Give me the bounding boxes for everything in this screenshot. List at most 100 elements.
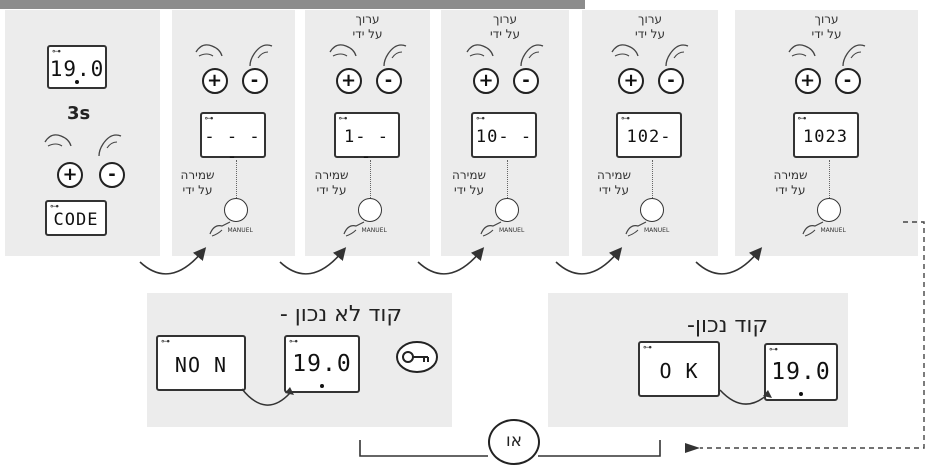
plus-button[interactable]: + bbox=[335, 68, 362, 94]
lcd-value: 19.0 bbox=[49, 57, 105, 81]
lcd-code-value: 10- - bbox=[475, 127, 533, 147]
key-icon: ⊶ bbox=[476, 114, 485, 124]
minus-button[interactable]: - bbox=[241, 68, 268, 94]
lcd-code-entry: ⊶ 102- bbox=[616, 112, 682, 158]
key-icon: ⊶ bbox=[161, 337, 170, 347]
edit-by-label: ערוך על ידי bbox=[811, 12, 842, 41]
lcd-code-entry: ⊶ 1023 bbox=[792, 112, 859, 158]
lcd-temperature: ⊶ 19.0 bbox=[284, 335, 360, 393]
manuel-label: MANUEL bbox=[227, 227, 253, 234]
lcd-temperature: ⊶ 19.0 bbox=[47, 45, 107, 89]
lcd-dot bbox=[75, 80, 79, 84]
manuel-button[interactable] bbox=[640, 198, 664, 222]
plus-button[interactable]: + bbox=[794, 68, 821, 94]
step-panel-5: ערוך על ידי +- ⊶ 1023 שמירה על ידי MANUEL bbox=[735, 10, 918, 256]
key-icon: ⊶ bbox=[204, 114, 214, 124]
return-arrow bbox=[241, 387, 294, 406]
edit-by-label: ערוך על ידי bbox=[489, 12, 521, 41]
key-icon: ⊶ bbox=[52, 47, 61, 57]
lcd-code-value: 102- bbox=[626, 127, 672, 147]
step-panel-hold: ⊶ 19.0 3s + - ⊶ CODE bbox=[5, 10, 160, 256]
key-icon: ⊶ bbox=[797, 114, 807, 124]
edit-by-label: ערוך על ידי bbox=[634, 12, 666, 41]
step-panel-3: ערוך על ידי +- ⊶ 10- - שמירה על ידי MANUEL bbox=[441, 10, 569, 256]
plus-button[interactable]: + bbox=[618, 68, 644, 94]
store-by-label: שמירה על ידי bbox=[597, 168, 631, 197]
key-icon: ⊶ bbox=[621, 114, 630, 124]
wrong-code-panel: קוד לא נכון - ⊶ NO N ⊶ 19.0 bbox=[147, 293, 452, 427]
manuel-button[interactable] bbox=[357, 198, 382, 222]
hold-duration: 3s bbox=[67, 103, 91, 124]
step-panel-2: ערוך על ידי +- ⊶ 1- - -שמירה על ידי MANUEL bbox=[305, 10, 430, 256]
connector-line bbox=[369, 160, 371, 200]
key-icon: ⊶ bbox=[289, 337, 298, 347]
plus-button[interactable]: + bbox=[201, 68, 228, 94]
or-badge: או bbox=[488, 419, 540, 465]
hands-icon bbox=[44, 134, 122, 157]
manuel-button[interactable] bbox=[816, 198, 841, 222]
connector-line bbox=[652, 160, 653, 200]
store-by-label: שמירה על ידי bbox=[180, 168, 215, 197]
lcd-code-entry: ⊶ - - - - bbox=[199, 112, 266, 167]
step-panel-4: ערוך על ידי +- ⊶ 102- שמירה על ידי MANUEL bbox=[582, 10, 718, 256]
hands-icon bbox=[611, 44, 689, 67]
manuel-label: MANUEL bbox=[644, 227, 670, 234]
plus-button[interactable]: + bbox=[57, 162, 83, 188]
pointing-hand-icon bbox=[480, 221, 502, 237]
right-code-panel: קוד נכון- ⊶ O K ⊶ 19.0 bbox=[548, 293, 848, 427]
plus-button[interactable]: + bbox=[473, 68, 499, 94]
minus-button[interactable]: - bbox=[375, 68, 402, 94]
key-icon: ⊶ bbox=[769, 345, 778, 355]
lcd-code-entry: ⊶ 10- - bbox=[471, 112, 537, 158]
lcd-non-value: NO N bbox=[174, 353, 228, 377]
lcd-ok-value: O K bbox=[659, 359, 699, 383]
lcd-code-value: - - - - bbox=[204, 127, 261, 167]
right-code-title: קוד נכון- bbox=[687, 313, 768, 338]
lcd-code-value: CODE bbox=[53, 210, 99, 230]
step-panel-1: +- ⊶ - - - -שמירה על ידי MANUEL bbox=[172, 10, 295, 256]
lcd-code-entry: ⊶ 1- - - bbox=[333, 112, 400, 167]
store-by-label: שמירה על ידי bbox=[773, 168, 808, 197]
key-icon: ⊶ bbox=[338, 114, 348, 124]
lcd-code-value: 1023 bbox=[803, 127, 848, 147]
lock-key-icon bbox=[396, 341, 438, 373]
connector-line bbox=[235, 160, 237, 200]
pointing-hand-icon bbox=[208, 221, 230, 237]
manuel-label: MANUEL bbox=[499, 227, 525, 234]
key-icon: ⊶ bbox=[643, 343, 652, 353]
top-bar bbox=[0, 0, 585, 9]
manuel-button[interactable] bbox=[495, 198, 519, 222]
hands-icon bbox=[466, 44, 544, 67]
pointing-hand-icon bbox=[801, 221, 823, 237]
lcd-dot bbox=[320, 384, 324, 388]
manuel-button[interactable] bbox=[223, 198, 248, 222]
minus-button[interactable]: - bbox=[99, 162, 125, 188]
manuel-label: MANUEL bbox=[820, 227, 846, 234]
pointing-hand-icon bbox=[625, 221, 647, 237]
connector-line bbox=[828, 160, 830, 200]
hands-icon bbox=[194, 44, 272, 67]
pointing-hand-icon bbox=[342, 221, 364, 237]
lcd-temperature: ⊶ 19.0 bbox=[764, 343, 838, 401]
wrong-code-title: קוד לא נכון - bbox=[279, 302, 402, 327]
return-arrow bbox=[719, 389, 772, 405]
manuel-label: MANUEL bbox=[361, 227, 387, 234]
minus-button[interactable]: - bbox=[658, 68, 684, 94]
lcd-code-value: 1- - - bbox=[344, 127, 389, 167]
store-by-label: שמירה על ידי bbox=[314, 168, 349, 197]
minus-button[interactable]: - bbox=[834, 68, 861, 94]
connector-line bbox=[507, 160, 508, 200]
hands-icon bbox=[787, 44, 865, 67]
hands-icon bbox=[328, 44, 406, 67]
edit-by-label: ערוך על ידי bbox=[352, 12, 383, 41]
lcd-ok: ⊶ O K bbox=[638, 341, 720, 397]
lcd-non: ⊶ NO N bbox=[156, 335, 246, 391]
lcd-dot bbox=[799, 392, 803, 396]
key-icon: ⊶ bbox=[50, 202, 59, 212]
lcd-code: ⊶ CODE bbox=[45, 200, 107, 236]
minus-button[interactable]: - bbox=[513, 68, 539, 94]
lcd-temp-value: 19.0 bbox=[292, 351, 352, 377]
lcd-temp-value: 19.0 bbox=[771, 359, 831, 385]
store-by-label: שמירה על ידי bbox=[452, 168, 486, 197]
